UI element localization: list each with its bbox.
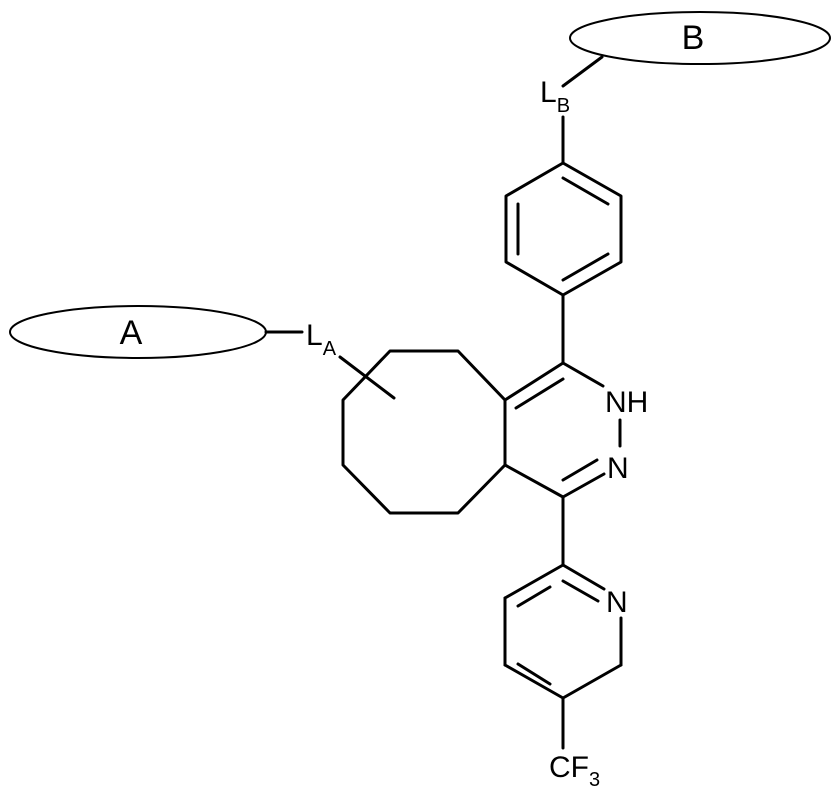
pyridine-bond-c3-c2 xyxy=(505,565,563,598)
phenyl-ring xyxy=(506,163,621,295)
bond-la-to-ring xyxy=(340,357,394,398)
bond-c4a-c1-double xyxy=(516,379,563,408)
group-b-label: B xyxy=(682,19,705,57)
nh-label: NH xyxy=(605,386,648,419)
bond-lb-to-b xyxy=(563,57,602,86)
cf3-label: CF3 xyxy=(549,751,600,791)
pyridine-bond-c5-c4 xyxy=(505,665,563,698)
cyclooctane-ring xyxy=(343,351,505,513)
pyridine-double-bond-c3-c2 xyxy=(518,587,550,606)
linker-a-label: LA xyxy=(306,319,337,360)
linker-b-main: L xyxy=(540,76,557,109)
group-a-label: A xyxy=(120,314,143,352)
cf3-main: CF xyxy=(549,751,589,784)
bond-c1-nh xyxy=(563,363,603,386)
linker-a-subscript: A xyxy=(323,338,337,360)
pyridine-bond-c6-c5 xyxy=(563,665,621,698)
phenyl-double-bond-2 xyxy=(563,254,608,280)
linker-b-subscript: B xyxy=(557,95,570,117)
n-pyridine-label: N xyxy=(606,586,628,619)
cf3-subscript: 3 xyxy=(589,769,600,791)
linker-a-main: L xyxy=(306,319,323,352)
phenyl-double-bond-1 xyxy=(563,178,608,204)
linker-b-label: LB xyxy=(540,76,570,117)
bond-c4a-c1 xyxy=(505,363,563,400)
bond-n-c4-double xyxy=(563,460,597,480)
bond-c4-c8a xyxy=(505,465,563,497)
n-ring-label: N xyxy=(607,452,629,485)
